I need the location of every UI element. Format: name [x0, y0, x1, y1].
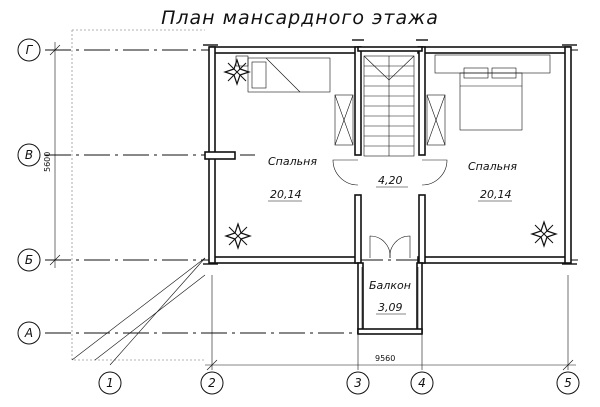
log-ends — [203, 39, 577, 265]
axis-col-2: 2 — [208, 376, 216, 390]
roof-outline — [71, 29, 206, 361]
vertical-dimension-label: 5600 — [43, 152, 52, 172]
axis-row-v: В — [25, 148, 33, 162]
axis-col-3: 3 — [354, 376, 362, 390]
vertical-dimension: 5600 — [43, 42, 61, 268]
column-axis-markers: 1 2 3 4 5 — [98, 371, 580, 395]
horizontal-dimension: 9560 — [205, 354, 576, 371]
room-area-hall: 4,20 — [378, 174, 403, 187]
wardrobes — [334, 94, 446, 146]
room-area-bedroom-left: 20,14 — [270, 188, 302, 201]
horizontal-dimension-label: 9560 — [375, 354, 395, 363]
axis-col-1: 1 — [106, 376, 114, 390]
plan-title: План мансардного этажа — [161, 7, 439, 29]
axis-row-g: Г — [26, 43, 34, 57]
doors — [332, 159, 448, 259]
axis-col-5: 5 — [564, 376, 572, 390]
room-name-bedroom-right: Спальня — [468, 160, 517, 173]
staircase — [363, 55, 415, 157]
column-axis-lines — [109, 257, 569, 370]
axis-row-b: Б — [25, 253, 33, 267]
axis-row-a: А — [24, 326, 33, 340]
room-labels: Спальня 20,14 4,20 Спальня 20,14 Балкон … — [268, 155, 517, 315]
room-area-balcony: 3,09 — [378, 301, 403, 314]
plant-icons — [223, 58, 558, 250]
axis-col-4: 4 — [418, 376, 426, 390]
bed-right — [434, 54, 551, 131]
bed-left — [235, 55, 331, 93]
row-axis-markers: Г В Б А — [17, 38, 41, 345]
room-area-bedroom-right: 20,14 — [480, 188, 512, 201]
walls — [204, 46, 572, 335]
room-name-bedroom-left: Спальня — [268, 155, 317, 168]
room-name-balcony: Балкон — [369, 279, 411, 292]
